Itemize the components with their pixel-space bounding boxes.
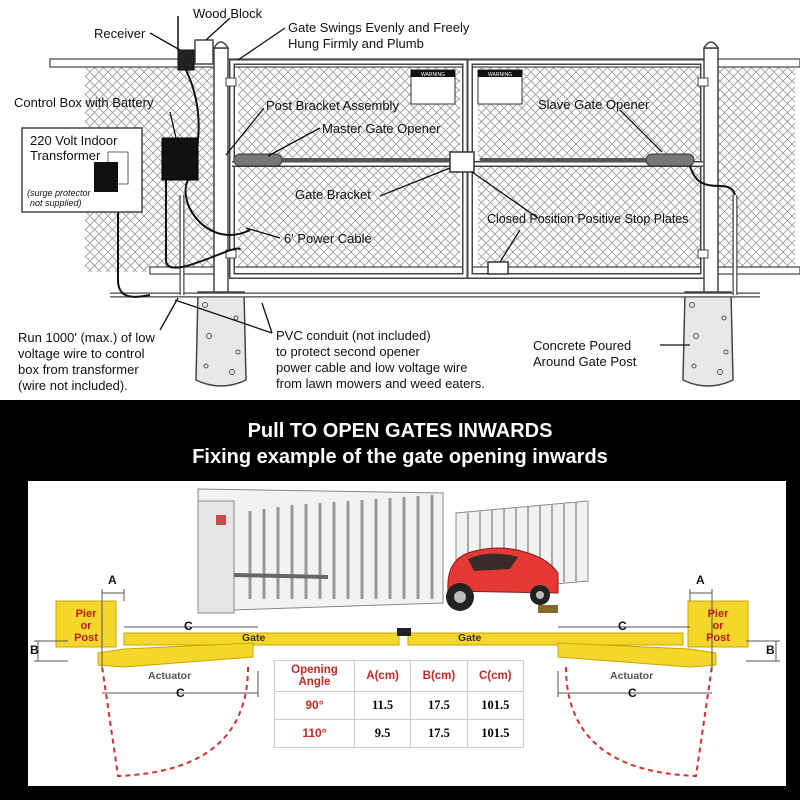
control-box	[161, 137, 199, 181]
post-bracket-label: Post Bracket Assembly	[266, 98, 399, 113]
stop-plates-label: Closed Position Positive Stop Plates	[487, 212, 689, 226]
table-header-row: Opening Angle A(cm) B(cm) C(cm)	[274, 660, 525, 692]
stop-plate	[487, 261, 509, 275]
swing-arc-left	[101, 665, 249, 778]
slave-opener-label: Slave Gate Opener	[538, 97, 650, 112]
center-stop	[397, 628, 411, 636]
header-a: A(cm)	[353, 660, 412, 692]
fixing-title: Pull TO OPEN GATES INWARDS	[247, 420, 553, 442]
header-opening-angle: Opening Angle	[274, 660, 355, 692]
row-angle: 90°	[274, 690, 355, 720]
fixing-diagram-panel: Pier or Post Pier or Post Gate Gate Actu…	[28, 481, 786, 786]
opening-angle-table: Opening Angle A(cm) B(cm) C(cm) 90° 11.5…	[274, 660, 525, 749]
fixing-subtitle: Fixing example of the gate opening inwar…	[192, 446, 608, 468]
concrete-label-1: Concrete Poured	[533, 338, 632, 353]
surge-label-1: (surge protector	[27, 188, 91, 198]
swing-arc-right	[565, 665, 713, 778]
dim-c-top-right: C	[618, 619, 627, 633]
run-wire-label-2: voltage wire to control	[18, 346, 145, 361]
dim-c-top-left: C	[184, 619, 193, 633]
receiver-label: Receiver	[94, 26, 146, 41]
concrete-label-2: Around Gate Post	[533, 354, 637, 369]
svg-text:WARNING: WARNING	[421, 72, 445, 78]
transformer-label-2: Transformer	[30, 148, 101, 163]
transformer-label-1: 220 Volt Indoor	[30, 133, 118, 148]
master-gate-opener	[233, 153, 283, 167]
table-row: 90° 11.5 17.5 101.5	[274, 690, 525, 720]
gate-swings-label-2: Hung Firmly and Plumb	[288, 36, 424, 51]
dim-a-right: A	[696, 573, 705, 587]
pier-left-label: Pier or Post	[74, 608, 98, 644]
row-b: 17.5	[410, 718, 468, 749]
svg-text:WARNING: WARNING	[488, 72, 512, 78]
gate-bracket-label: Gate Bracket	[295, 187, 371, 202]
pier-right-label: Pier or Post	[706, 608, 730, 644]
master-opener-label: Master Gate Opener	[322, 121, 441, 136]
row-c: 101.5	[466, 718, 525, 749]
installation-drawing: WARNING WARNING	[21, 16, 800, 387]
pvc-label-2: to protect second opener	[276, 344, 420, 359]
concrete-footing-right	[682, 291, 734, 387]
surge-label-2: not supplied)	[30, 198, 82, 208]
transformer-plug	[94, 162, 118, 192]
pvc-label-1: PVC conduit (not included)	[276, 328, 431, 343]
dim-c-bottom-right: C	[628, 686, 637, 700]
gate-leaf-left	[123, 632, 400, 646]
table-row: 110° 9.5 17.5 101.5	[274, 718, 525, 749]
actuator-right	[557, 642, 717, 668]
actuator-left-label: Actuator	[148, 670, 192, 682]
row-c: 101.5	[466, 690, 525, 720]
wood-block	[194, 39, 214, 65]
row-a: 11.5	[353, 690, 412, 720]
concrete-footing-left	[195, 291, 247, 387]
actuator-left	[97, 642, 254, 668]
row-a: 9.5	[353, 718, 412, 749]
dim-b-right: B	[766, 643, 775, 657]
gate-leaf-right	[407, 632, 684, 646]
pvc-label-3: power cable and low voltage wire	[276, 360, 468, 375]
header-c: C(cm)	[466, 660, 525, 692]
run-wire-label-1: Run 1000' (max.) of low	[18, 330, 155, 345]
header-b: B(cm)	[410, 660, 468, 692]
gate-swings-label-1: Gate Swings Evenly and Freely	[288, 20, 470, 35]
wood-block-label: Wood Block	[193, 6, 263, 21]
row-angle: 110°	[274, 718, 355, 749]
control-box-label: Control Box with Battery	[14, 95, 154, 110]
installation-diagram: WARNING WARNING Receiver Wood Block Gate…	[14, 6, 800, 393]
pvc-label-4: from lawn mowers and weed eaters.	[276, 376, 485, 391]
pier-right	[687, 600, 749, 648]
power-cable-label: 6' Power Cable	[284, 231, 372, 246]
slave-gate-opener	[645, 153, 695, 167]
pier-left	[55, 600, 117, 648]
row-b: 17.5	[410, 690, 468, 720]
gate-left-label: Gate	[242, 632, 266, 644]
dim-a-left: A	[108, 573, 117, 587]
actuator-right-label: Actuator	[610, 670, 654, 682]
gate-right-label: Gate	[458, 632, 482, 644]
dim-c-bottom-left: C	[176, 686, 185, 700]
fixing-drawing	[34, 488, 780, 778]
run-wire-label-3: box from transformer	[18, 362, 139, 377]
gate-illustration	[197, 488, 589, 614]
dim-b-left: B	[30, 643, 39, 657]
run-wire-label-4: (wire not included).	[18, 378, 128, 393]
gate-bracket	[449, 151, 475, 173]
receiver-box	[177, 49, 195, 71]
fence-mesh-right	[715, 66, 795, 272]
